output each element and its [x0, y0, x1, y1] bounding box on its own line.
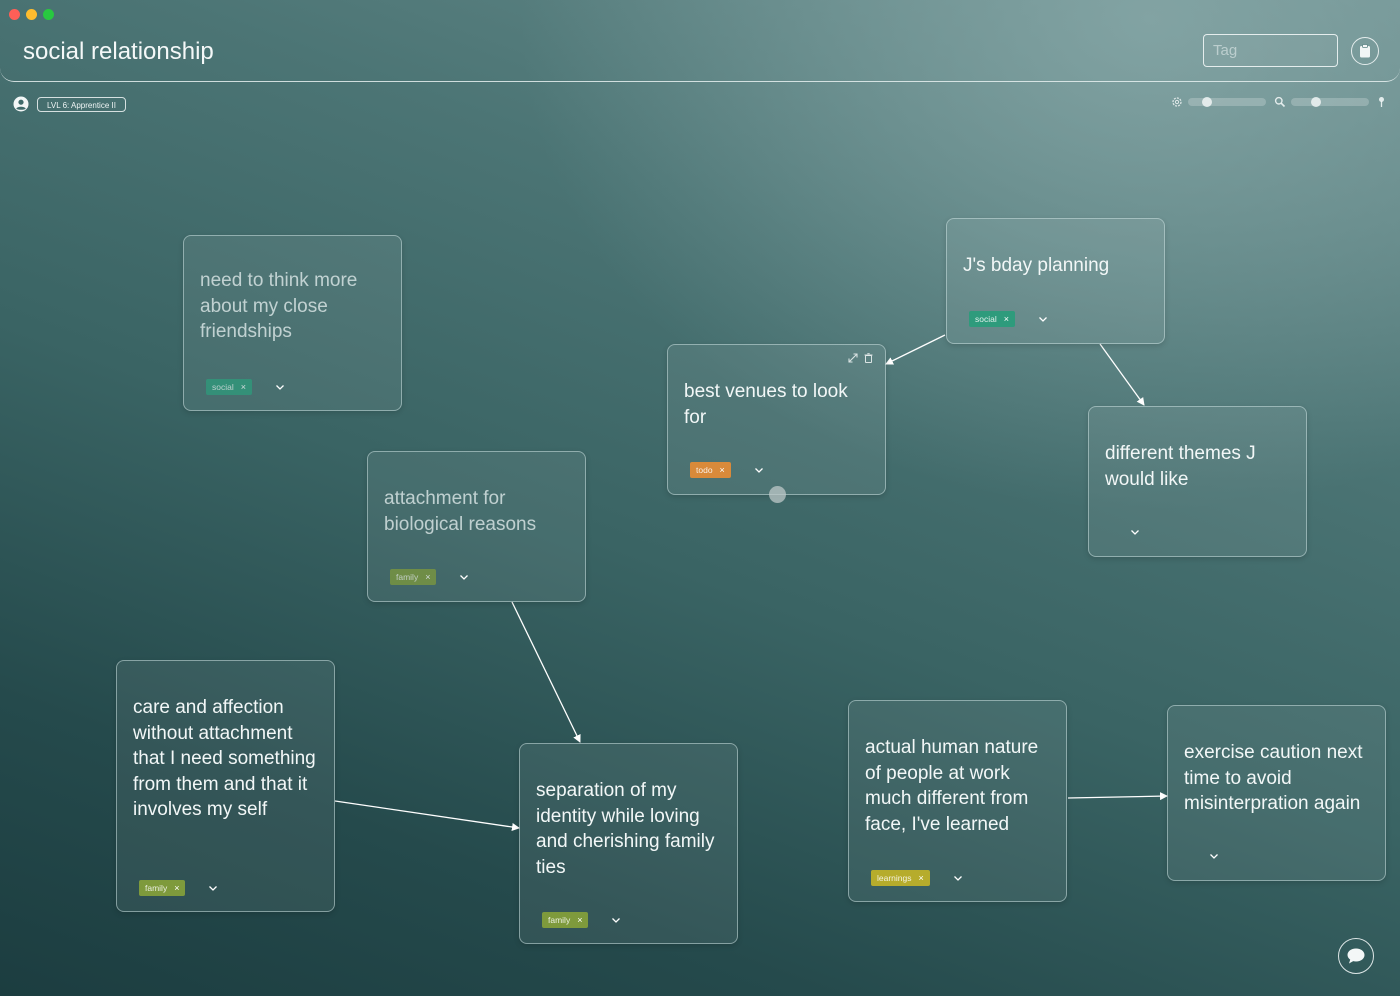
chevron-down-icon[interactable] — [1208, 850, 1220, 862]
chat-button[interactable] — [1338, 938, 1374, 974]
maximize-window-button[interactable] — [43, 9, 54, 20]
tag-chip-family[interactable]: family × — [390, 569, 437, 585]
connector-bday-to-themes — [1099, 343, 1145, 406]
tag-remove-icon[interactable]: × — [240, 382, 246, 392]
tag-chip-social[interactable]: social × — [206, 379, 252, 395]
spacing-slider-knob[interactable] — [1201, 97, 1212, 107]
note-text[interactable]: separation of my identity while loving a… — [536, 780, 715, 878]
window-controls — [9, 9, 54, 20]
connector-care-to-separation — [334, 800, 520, 831]
tag-label: social — [975, 314, 997, 324]
connector-attachment-to-separation — [511, 601, 581, 743]
tag-label: todo — [696, 465, 713, 475]
tag-label: family — [145, 883, 168, 893]
tag-remove-icon[interactable]: × — [174, 883, 180, 893]
chevron-down-icon[interactable] — [207, 882, 219, 894]
note-card-bday-planning[interactable]: J's bday planning social × — [946, 218, 1165, 344]
chevron-down-icon[interactable] — [753, 464, 765, 476]
close-window-button[interactable] — [9, 9, 20, 20]
clipboard-button[interactable] — [1351, 37, 1379, 65]
tag-chip-learnings[interactable]: learnings × — [871, 870, 930, 886]
tag-chip-family[interactable]: family × — [542, 912, 589, 928]
note-card-best-venues[interactable]: best venues to look for todo × — [667, 344, 886, 495]
tag-remove-icon[interactable]: × — [577, 915, 583, 925]
tag-chip-family[interactable]: family × — [139, 880, 186, 896]
chat-bubble-icon — [1347, 948, 1365, 964]
tag-remove-icon[interactable]: × — [719, 465, 725, 475]
tag-remove-icon[interactable]: × — [1003, 314, 1009, 324]
note-card-human-nature[interactable]: actual human nature of people at work mu… — [848, 700, 1067, 902]
tag-chip-social[interactable]: social × — [969, 311, 1015, 327]
search-icon[interactable] — [1274, 96, 1286, 108]
gear-icon[interactable] — [1171, 96, 1183, 108]
connector-bday-to-venues — [885, 334, 946, 365]
note-text[interactable]: exercise caution next time to avoid misi… — [1184, 742, 1363, 814]
note-card-close-friendships[interactable]: need to think more about my close friend… — [183, 235, 402, 411]
chevron-down-icon[interactable] — [1129, 526, 1141, 538]
pin-icon[interactable] — [1377, 96, 1389, 108]
connection-handle[interactable] — [769, 486, 786, 503]
expand-icon[interactable] — [848, 353, 858, 363]
minimize-window-button[interactable] — [26, 9, 37, 20]
clipboard-icon — [1360, 44, 1370, 58]
chevron-down-icon[interactable] — [274, 381, 286, 393]
note-text[interactable]: care and affection without attachment th… — [133, 697, 316, 820]
tag-remove-icon[interactable]: × — [425, 572, 431, 582]
note-text[interactable]: actual human nature of people at work mu… — [865, 737, 1039, 835]
zoom-slider[interactable] — [1291, 97, 1369, 107]
user-avatar-icon[interactable] — [13, 96, 29, 112]
tag-label: learnings — [877, 873, 912, 883]
note-card-separation-identity[interactable]: separation of my identity while loving a… — [519, 743, 738, 944]
note-card-care-affection[interactable]: care and affection without attachment th… — [116, 660, 335, 912]
tag-label: social — [212, 382, 234, 392]
note-text[interactable]: need to think more about my close friend… — [200, 270, 358, 342]
connector-nature-to-caution — [1067, 792, 1168, 801]
zoom-slider-knob[interactable] — [1311, 97, 1322, 107]
page-title[interactable]: social relationship — [23, 38, 214, 65]
tag-label: family — [396, 572, 419, 582]
note-text[interactable]: best venues to look for — [684, 381, 848, 428]
trash-icon[interactable] — [864, 353, 873, 363]
chevron-down-icon[interactable] — [952, 872, 964, 884]
note-card-different-themes[interactable]: different themes J would like — [1088, 406, 1307, 557]
note-card-attachment[interactable]: attachment for biological reasons family… — [367, 451, 586, 602]
header-bar: social relationship — [0, 0, 1400, 82]
chevron-down-icon[interactable] — [458, 571, 470, 583]
spacing-slider[interactable] — [1188, 97, 1266, 107]
tag-remove-icon[interactable]: × — [918, 873, 924, 883]
chevron-down-icon[interactable] — [1037, 313, 1049, 325]
note-text[interactable]: J's bday planning — [963, 255, 1110, 276]
note-text[interactable]: attachment for biological reasons — [384, 488, 537, 535]
level-badge: LVL 6: Apprentice II — [37, 97, 126, 112]
tag-input[interactable] — [1203, 34, 1338, 67]
tag-label: family — [548, 915, 571, 925]
chevron-down-icon[interactable] — [610, 914, 622, 926]
tag-chip-todo[interactable]: todo × — [690, 462, 731, 478]
note-text[interactable]: different themes J would like — [1105, 443, 1256, 490]
note-card-exercise-caution[interactable]: exercise caution next time to avoid misi… — [1167, 705, 1386, 881]
